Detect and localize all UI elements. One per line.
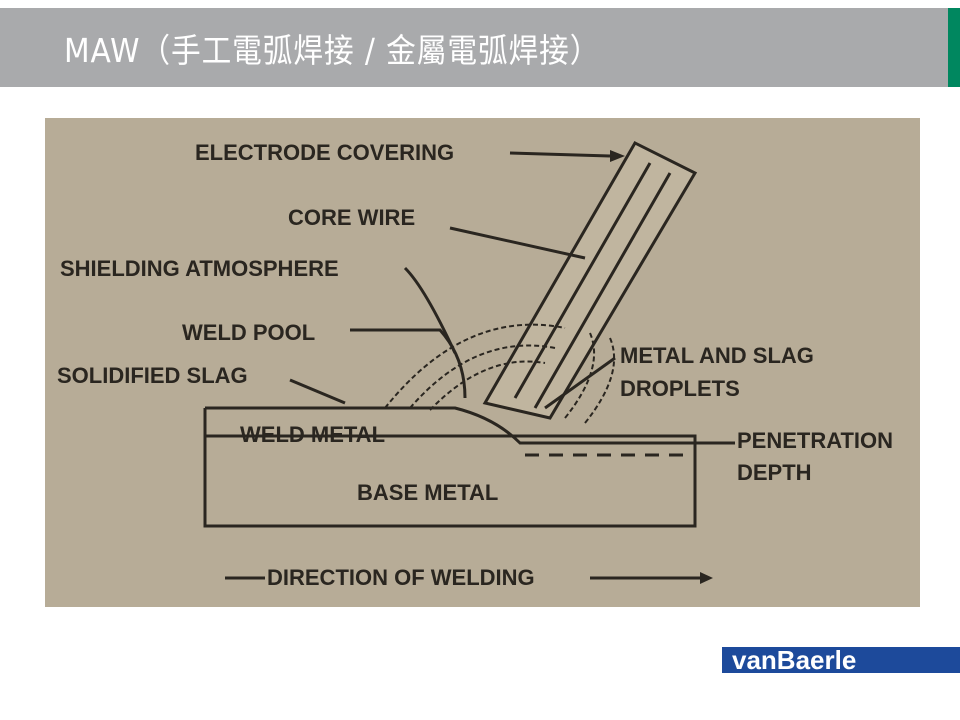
core-wire: [513, 162, 672, 409]
label-core-wire: CORE WIRE: [288, 205, 415, 230]
logo-text: vanBaerle: [732, 645, 857, 675]
diagram-svg: ELECTRODE COVERING CORE WIRE SHIELDING A…: [57, 140, 893, 590]
label-electrode-covering: ELECTRODE COVERING: [195, 140, 454, 165]
base-metal-shape: [203, 434, 697, 528]
label-shielding-atmosphere: SHIELDING ATMOSPHERE: [60, 256, 339, 281]
weld-bead: [205, 406, 695, 445]
title-bar: [0, 8, 948, 87]
accent-strip: [948, 8, 960, 87]
label-droplets: DROPLETS: [620, 376, 740, 401]
label-weld-pool: WELD POOL: [182, 320, 315, 345]
label-penetration: PENETRATION: [737, 428, 893, 453]
electrode: [482, 141, 698, 420]
label-base-metal: BASE METAL: [357, 480, 498, 505]
label-weld-metal: WELD METAL: [240, 422, 385, 447]
label-solidified-slag: SOLIDIFIED SLAG: [57, 363, 248, 388]
slide-title: MAW（手工電弧焊接 / 金屬電弧焊接）: [64, 31, 601, 70]
welding-diagram: ELECTRODE COVERING CORE WIRE SHIELDING A…: [45, 118, 920, 607]
label-direction: DIRECTION OF WELDING: [267, 565, 535, 590]
vanbaerle-logo: vanBaerle: [722, 645, 960, 675]
label-metal-slag: METAL AND SLAG: [620, 343, 814, 368]
label-depth: DEPTH: [737, 460, 812, 485]
